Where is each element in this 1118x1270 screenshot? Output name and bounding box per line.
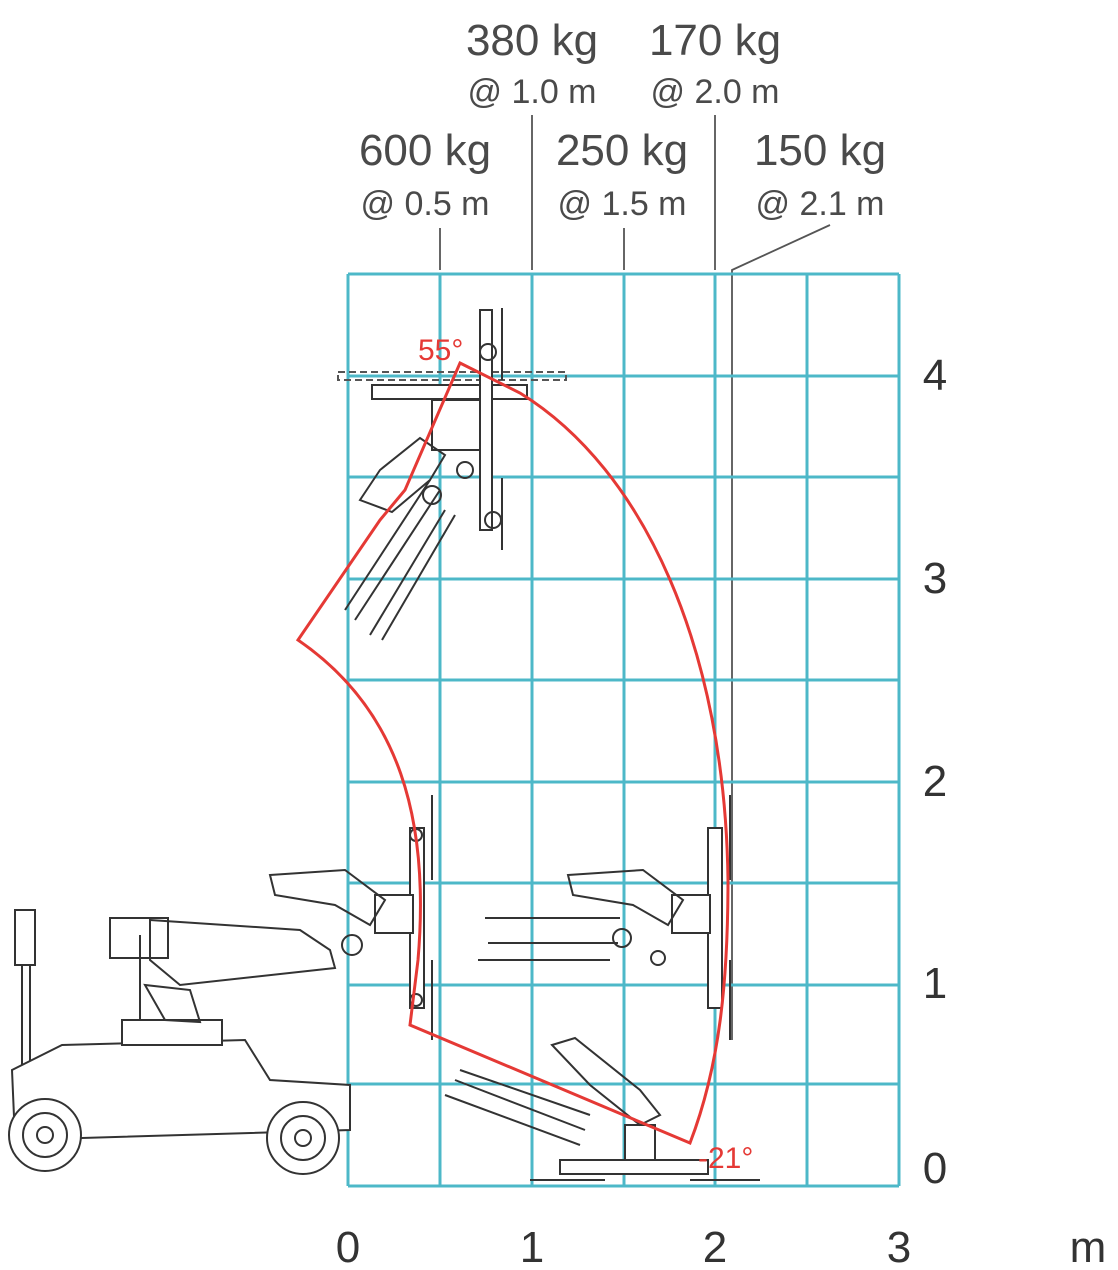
x-tick-1: 1 [520, 1223, 544, 1270]
max-angle-label: 55° [418, 334, 463, 367]
min-angle-label: -21° [698, 1142, 753, 1175]
reach-label-1-5: @ 1.5 m [558, 185, 687, 223]
manipulator-head-mid-left [268, 795, 433, 1040]
reach-label-2-1: @ 2.1 m [756, 185, 885, 223]
reach-label-0-5: @ 0.5 m [361, 185, 490, 223]
reach-label-2-0: @ 2.0 m [651, 73, 780, 111]
x-tick-0: 0 [336, 1223, 360, 1270]
x-tick-2: 2 [703, 1223, 727, 1270]
lifting-machine [8, 909, 351, 1175]
load-label-170: 170 kg [649, 16, 781, 65]
manipulator-head-mid-right [478, 795, 731, 1040]
y-tick-0: 0 [923, 1144, 947, 1193]
x-tick-3: 3 [887, 1223, 911, 1270]
reach-grid [346, 272, 901, 1188]
y-tick-1: 1 [923, 959, 947, 1008]
y-tick-4: 4 [923, 351, 947, 400]
load-label-380: 380 kg [466, 16, 598, 65]
x-unit-label: m [1070, 1223, 1107, 1270]
working-envelope [295, 360, 730, 1145]
reach-label-1-0: @ 1.0 m [468, 73, 597, 111]
load-label-150: 150 kg [754, 126, 886, 175]
y-tick-3: 3 [923, 554, 947, 603]
manipulator-head-bottom [444, 1036, 760, 1181]
load-label-600: 600 kg [359, 126, 491, 175]
y-tick-2: 2 [923, 757, 947, 806]
load-label-250: 250 kg [556, 126, 688, 175]
